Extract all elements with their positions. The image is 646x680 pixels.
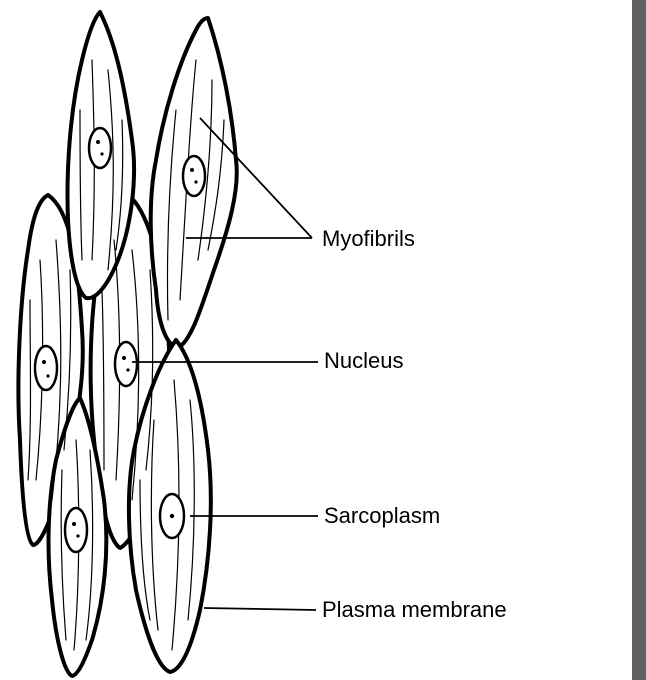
nucleus (183, 156, 205, 196)
nucleus (65, 508, 87, 552)
label-sarcoplasm: Sarcoplasm (324, 505, 440, 527)
nucleus (89, 128, 111, 168)
nucleus (115, 342, 137, 386)
label-plasma-membrane: Plasma membrane (322, 599, 507, 621)
label-nucleus: Nucleus (324, 350, 403, 372)
side-border-bar (632, 0, 646, 680)
nucleus (35, 346, 57, 390)
label-myofibrils: Myofibrils (322, 228, 415, 250)
plasma-membrane-leader-line (204, 608, 316, 610)
